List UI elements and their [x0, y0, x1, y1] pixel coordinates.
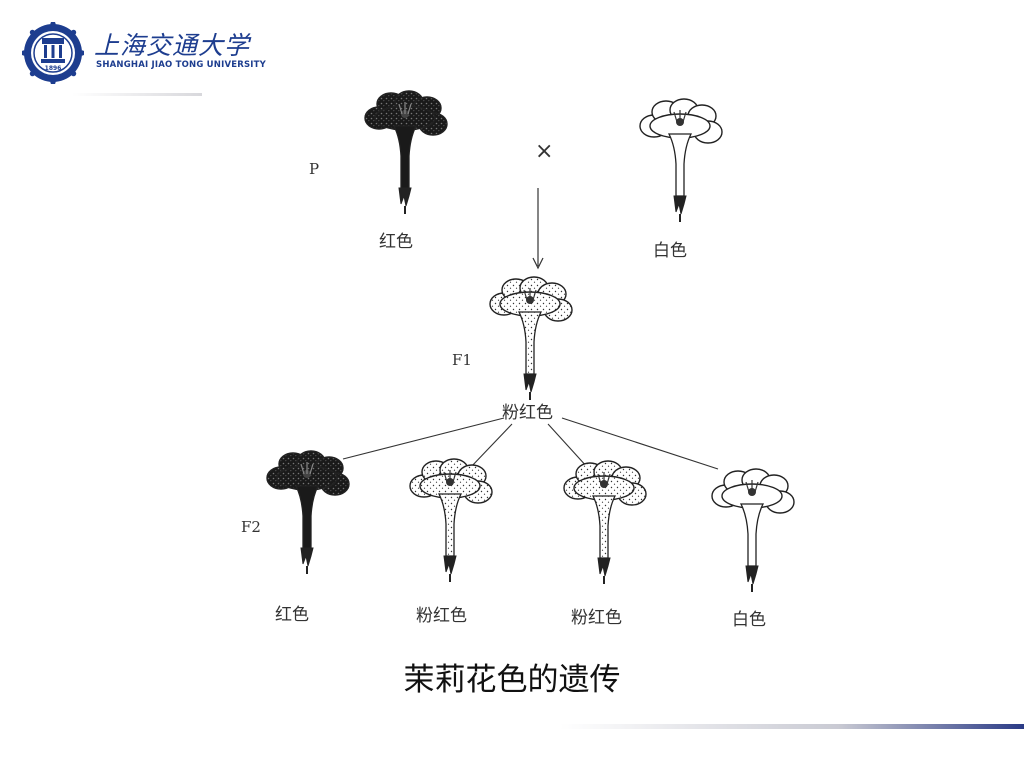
generation-label-f2: F2 — [241, 518, 261, 536]
generation-label-f1: F1 — [452, 351, 472, 369]
svg-text:1896: 1896 — [45, 65, 62, 72]
f2-label-red: 红色 — [275, 605, 309, 625]
parent-flower-red — [364, 90, 448, 214]
f2-label-pink-2: 粉红色 — [571, 608, 622, 628]
f2-label-white: 白色 — [732, 610, 766, 630]
header-divider — [72, 93, 202, 96]
seal-icon: 1896 — [22, 22, 84, 84]
logo-name-english: SHANGHAI JIAO TONG UNIVERSITY — [96, 60, 267, 70]
f2-flower-pink-2 — [563, 460, 647, 584]
f2-flower-red — [266, 450, 350, 574]
parent-label-white: 白色 — [653, 241, 687, 261]
parent-flower-white — [639, 98, 723, 222]
cross-arrow — [532, 188, 544, 270]
generation-label-p: P — [309, 160, 319, 178]
logo-name-chinese: 上海交通大学 — [94, 31, 251, 60]
f1-flower-pink — [489, 276, 573, 400]
cross-symbol: × — [535, 139, 553, 164]
f2-flower-white — [711, 468, 795, 592]
f2-label-pink-1: 粉红色 — [416, 606, 467, 626]
f1-label: 粉红色 — [502, 403, 553, 423]
parent-label-red: 红色 — [379, 232, 413, 252]
university-logo: 1896 上海交通大学 SHANGHAI JIAO TONG UNIVERSIT… — [22, 22, 266, 84]
footer-divider — [560, 724, 1024, 729]
f2-branch-lines — [342, 417, 719, 470]
slide-caption: 茉莉花色的遗传 — [403, 662, 621, 698]
f2-flower-pink-1 — [409, 458, 493, 582]
